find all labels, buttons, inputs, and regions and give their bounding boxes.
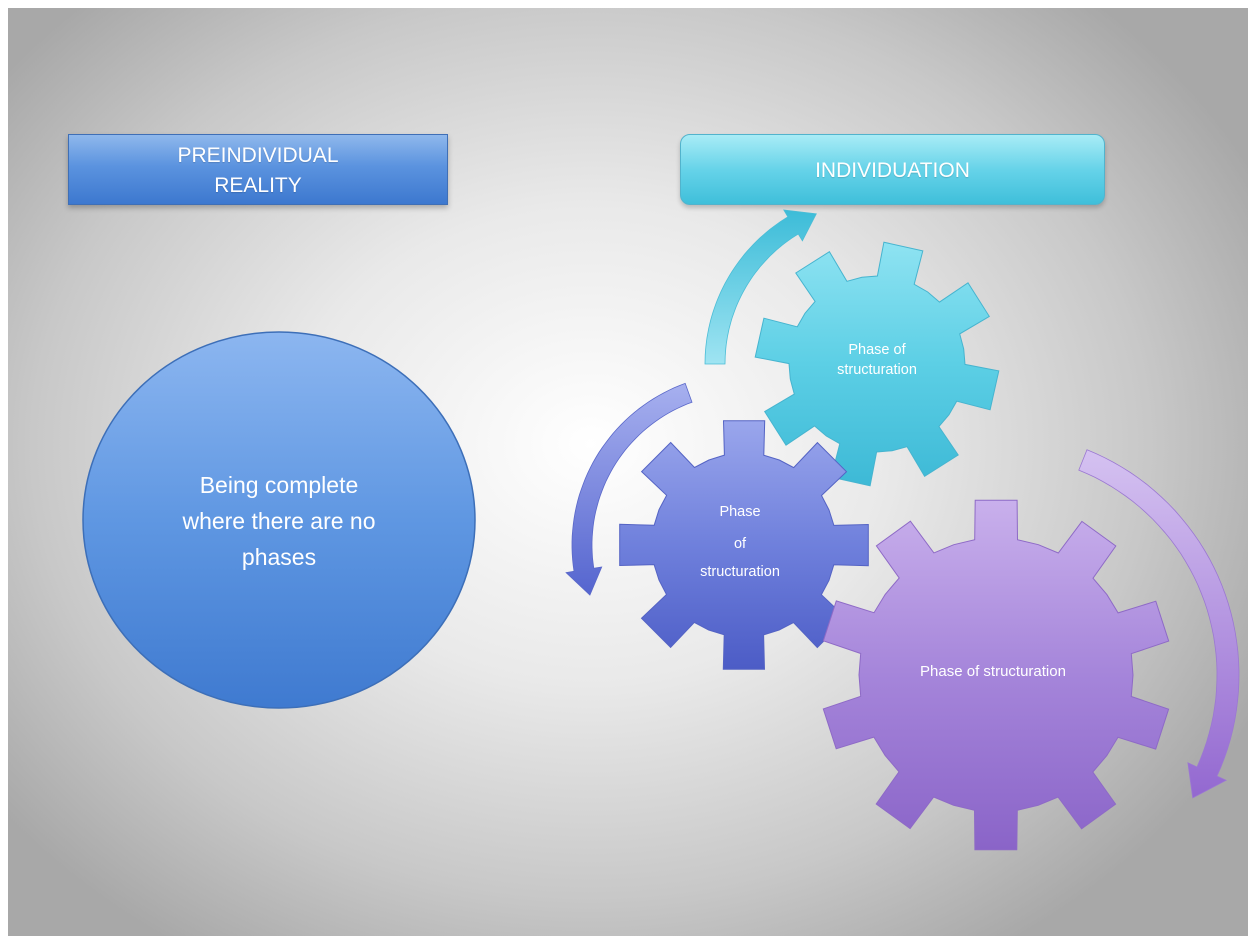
purple-cycle-arrow — [1078, 449, 1240, 799]
circle-text-line2: where there are no — [181, 508, 375, 534]
slide: PREINDIVIDUAL REALITY INDIVIDUATION — [8, 8, 1248, 936]
preindividual-circle: Being complete where there are no phases — [82, 331, 476, 709]
indigo-cycle-arrow — [565, 382, 693, 596]
gear-large-purple: Phase of structuration — [822, 499, 1170, 851]
circle-text-line3: phases — [242, 544, 316, 570]
gear-top-text-line1: Phase of — [848, 342, 906, 358]
individuation-title: INDIVIDUATION — [680, 134, 1105, 205]
circle-text-line1: Being complete — [200, 472, 359, 498]
diagram-canvas: Being complete where there are no phases… — [82, 209, 1240, 851]
gear-large-text: Phase of structuration — [920, 663, 1066, 680]
gear-top-text-line2: structuration — [837, 362, 917, 378]
gear-middle-text-line2: of — [734, 536, 747, 552]
cyan-cycle-arrow — [704, 209, 817, 365]
preindividual-title-line2: REALITY — [214, 174, 302, 197]
individuation-title-text: INDIVIDUATION — [815, 159, 970, 182]
preindividual-title-line1: PREINDIVIDUAL — [177, 144, 339, 167]
preindividual-reality-title: PREINDIVIDUAL REALITY — [68, 134, 448, 205]
gear-middle-text-line1: Phase — [719, 504, 760, 520]
gear-middle-text-line3: structuration — [700, 564, 780, 580]
gear-top-cyan: Phase of structuration — [754, 241, 1000, 487]
gear-middle-indigo: Phase of structuration — [619, 420, 869, 670]
